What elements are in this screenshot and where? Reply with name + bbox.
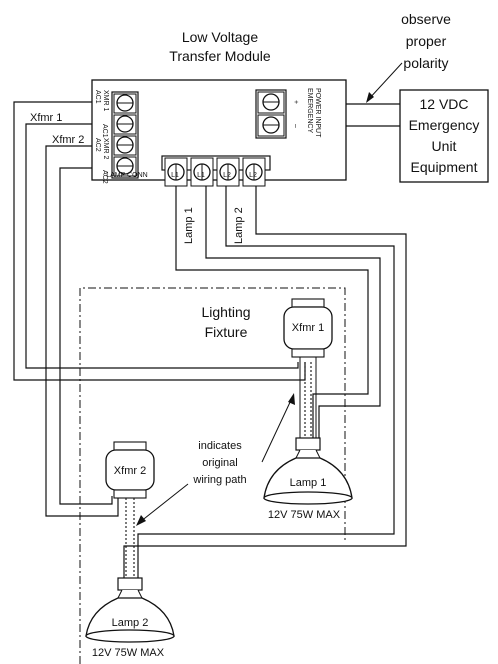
terminal-label: AC2	[101, 170, 108, 184]
emergency-terminal-block	[255, 89, 287, 139]
polarity-arrow	[367, 62, 403, 101]
polarity-note-line2: proper	[406, 33, 447, 49]
emergency-unit-box	[399, 89, 489, 183]
lamp-terminal-label: L1	[197, 172, 205, 179]
terminal-label: XMR 2	[102, 138, 109, 160]
lamp-terminal-label: L1	[171, 172, 179, 179]
terminal-screw	[216, 157, 240, 187]
wire-lamp1-a	[175, 176, 369, 438]
wiring-note-line3: wiring path	[192, 474, 246, 486]
lamp-1	[263, 437, 353, 505]
wire-xfmr2-inner	[59, 167, 113, 505]
emergency-input-label-line1: EMERGENCY	[306, 88, 313, 133]
polarity-note-line1: observe	[401, 11, 451, 27]
wiring-note-arrow-2	[139, 483, 189, 523]
fixture-label-line1: Lighting	[201, 304, 250, 320]
terminal-label: AC1	[94, 90, 101, 104]
terminal-screw	[113, 114, 137, 135]
lamp2-wire-label: Lamp 2	[233, 207, 245, 244]
wiring-note-arrow-1	[261, 397, 293, 463]
module-title-line2: Transfer Module	[169, 48, 271, 64]
terminal-screw	[113, 135, 137, 156]
plus-label: +	[292, 100, 299, 104]
wire-xfmr2-outer	[45, 145, 119, 517]
emergency-unit-line2: Emergency	[409, 117, 480, 133]
lamp-1-rating: 12V 75W MAX	[268, 509, 341, 521]
terminal-label: AC1	[101, 124, 108, 138]
fixture-label-line2: Fixture	[205, 324, 248, 340]
emergency-input-label-line2: POWER INPUT	[314, 88, 321, 138]
transformer-2	[105, 441, 155, 499]
transformer-2-label: Xfmr 2	[114, 465, 146, 477]
terminal-label: XMR 1	[102, 90, 109, 112]
terminal-screw	[113, 156, 137, 177]
terminal-screw	[257, 91, 285, 114]
polarity-note: observe proper polarity	[366, 11, 451, 103]
lamp-2-label: Lamp 2	[112, 617, 149, 629]
wire-lamp2-a	[137, 176, 395, 578]
lamp-terminal-block	[161, 155, 271, 187]
polarity-arrowhead	[366, 92, 374, 103]
transformer-1-label: Xfmr 1	[292, 322, 324, 334]
terminal-label: AC2	[94, 138, 101, 152]
lamp-2-rating: 12V 75W MAX	[92, 647, 165, 659]
wire-xfmr1-inner	[25, 123, 299, 369]
wiring-note-arrowhead-1	[288, 393, 295, 405]
fixture-boundary	[79, 287, 346, 664]
lamp-2	[85, 577, 175, 643]
lamp-terminal-label: L2	[249, 172, 257, 179]
terminal-screw	[190, 157, 214, 187]
wire-lamp1-b	[205, 176, 381, 438]
polarity-note-line3: polarity	[403, 55, 448, 71]
lamp-conn-label: LAMP CONN	[106, 172, 148, 179]
terminal-screw	[242, 157, 266, 187]
emergency-unit-line1: 12 VDC	[419, 96, 468, 112]
minus-label: –	[292, 124, 299, 128]
lamp-terminal-label: L2	[223, 172, 231, 179]
transformer-1	[283, 298, 333, 438]
lamp-1-label: Lamp 1	[290, 477, 327, 489]
original-wiring-path-1	[304, 362, 312, 438]
module-title-line1: Low Voltage	[182, 29, 258, 45]
wiring-note-line2: original	[202, 457, 237, 469]
xfmr2-wire-label: Xfmr 2	[52, 134, 84, 146]
original-wiring-path-2	[125, 498, 135, 578]
terminal-screw	[257, 114, 285, 137]
terminal-screw	[164, 157, 188, 187]
left-terminal-block	[111, 91, 139, 179]
wiring-note-line1: indicates	[198, 440, 242, 452]
wiring-note-arrowhead-2	[136, 515, 146, 526]
terminal-screw	[113, 93, 137, 114]
lamp1-wire-label: Lamp 1	[183, 207, 195, 244]
emergency-unit-line3: Unit	[432, 138, 457, 154]
emergency-unit-line4: Equipment	[411, 159, 478, 175]
wire-lamp2-b	[123, 176, 407, 578]
xfmr1-wire-label: Xfmr 1	[30, 112, 62, 124]
